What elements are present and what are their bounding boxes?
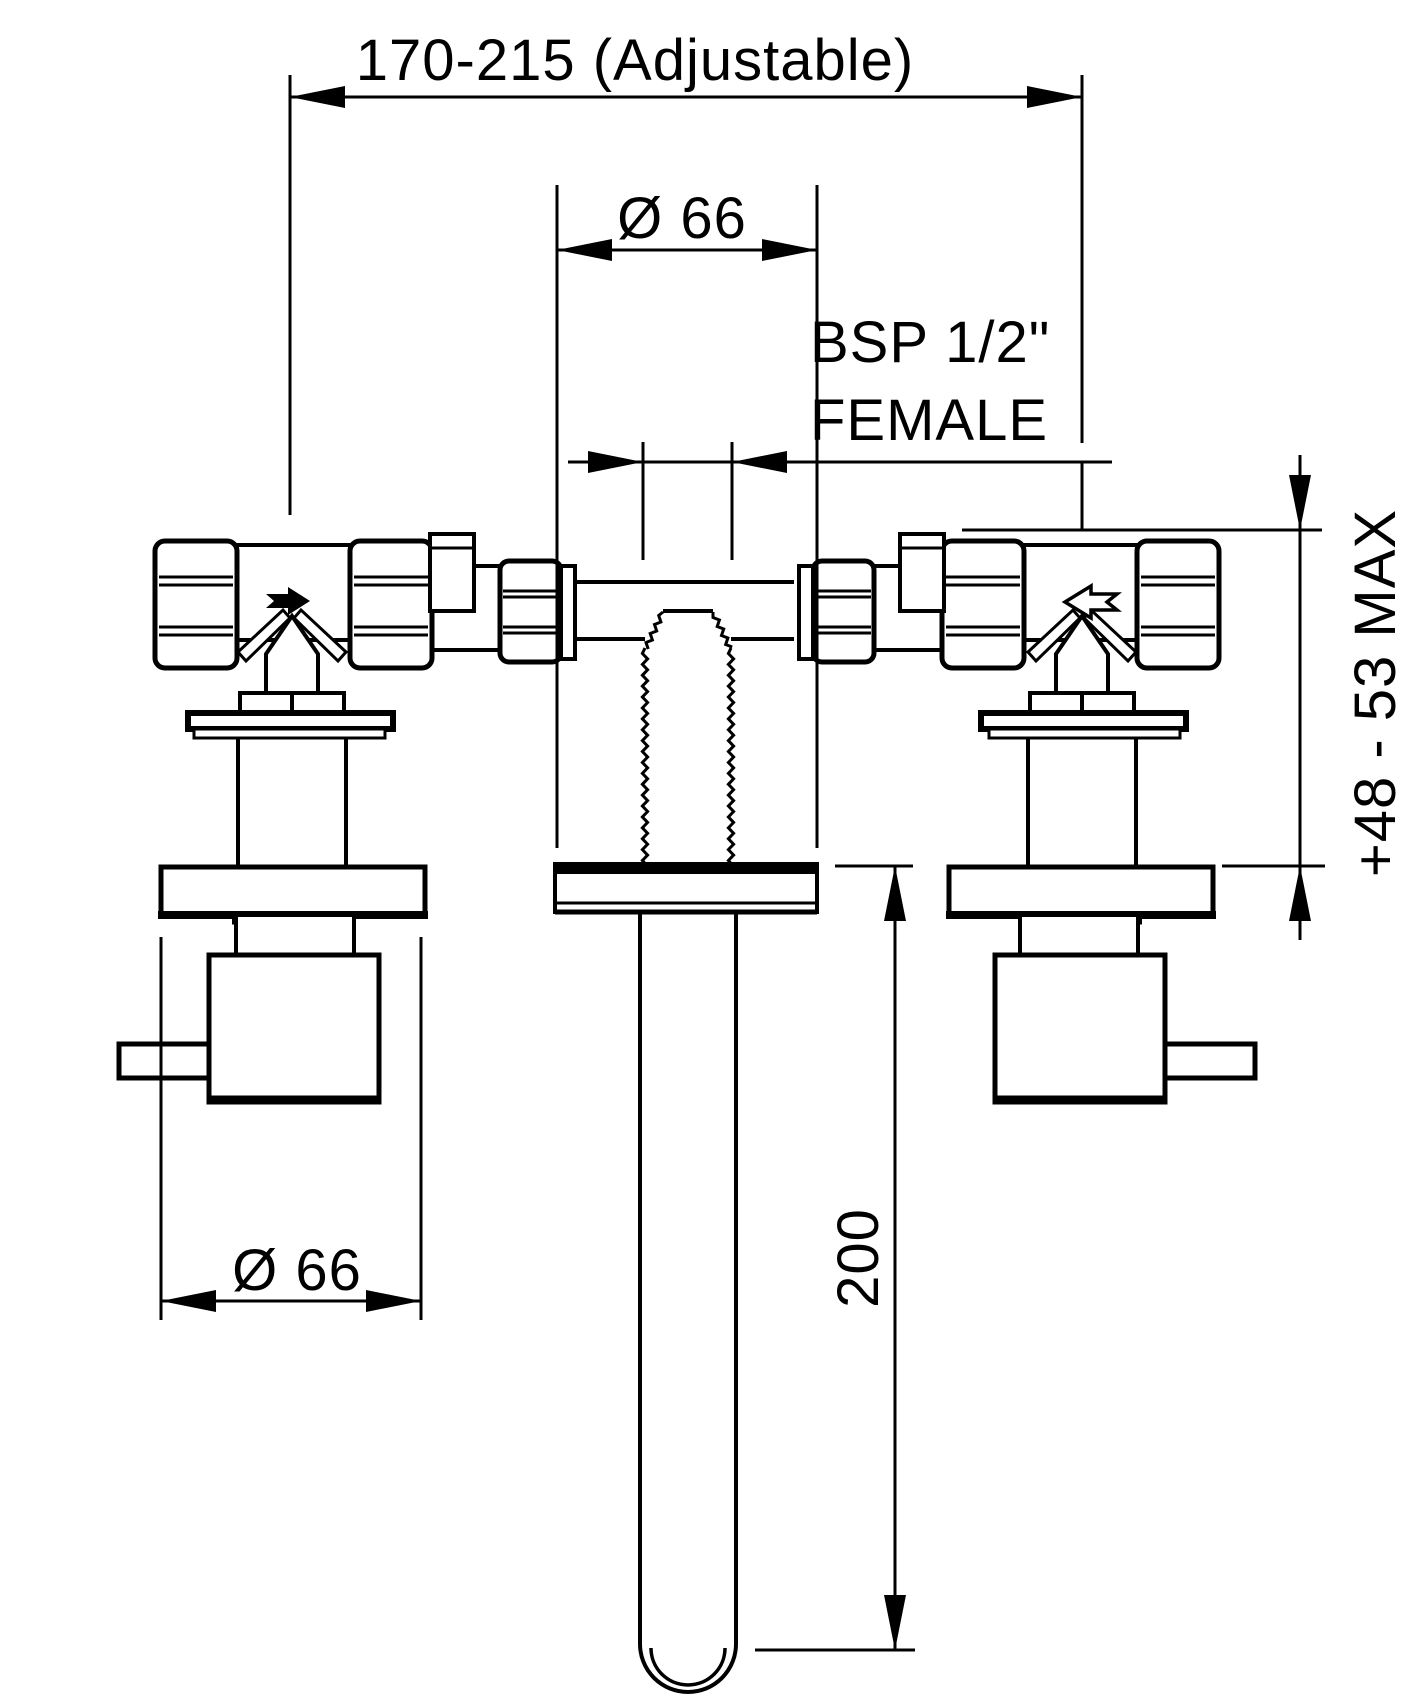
valve-flange [185,710,396,740]
valve-and-handle-assembly-right [799,534,1255,1102]
valve-stem [236,738,348,867]
handle-wall-plate [158,864,428,925]
dimension-top-diameter [555,185,819,848]
label-thread-spec-line1: BSP 1/2" [810,310,1050,375]
tee-washer [559,564,577,661]
dimension-width-adjustable [288,75,1084,530]
dimension-spout-length [755,864,915,1652]
tee-nut [497,558,577,665]
thread-shoulder-right [711,612,733,649]
flow-arrow-icon [266,587,310,615]
valve-nut-inner [347,538,435,671]
spout-wall-flange [553,862,819,915]
spout-outlet [649,1647,727,1687]
dimension-depth-range [962,455,1325,940]
flow-arrow-icon [1061,582,1122,622]
pipe-stub [432,564,500,652]
tap-handle [206,952,382,1105]
label-thread-spec-line2: FEMALE [810,388,1048,453]
handle-neck [234,913,356,957]
valve-nut-outer [152,538,240,671]
thread-shoulder-left [644,610,664,650]
center-tee [575,580,794,868]
spout [638,912,738,1694]
label-handle-diameter: Ø 66 [232,1238,362,1303]
thread-edge-left [640,647,650,868]
dimension-handle-diameter [159,937,423,1320]
valve-and-handle-assembly [116,532,577,1105]
clip-fitting [428,532,476,613]
dimension-thread-leader [568,442,1112,560]
label-width-adjustable: 170-215 (Adjustable) [356,28,914,93]
label-depth-range: +48 - 53 MAX [1343,509,1408,877]
label-spout-length: 200 [826,1208,891,1308]
handle-lever [116,1041,212,1081]
label-top-diameter: Ø 66 [617,186,747,251]
thread-edge-right [726,647,736,868]
